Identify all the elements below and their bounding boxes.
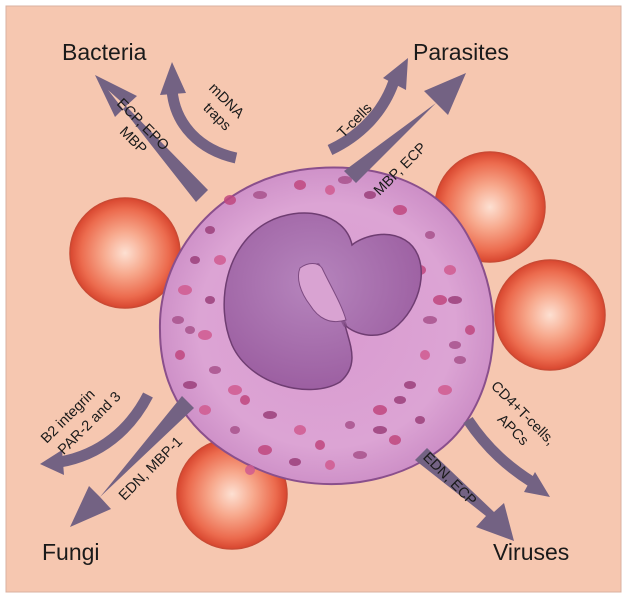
- granule: [263, 411, 277, 419]
- granule: [338, 176, 352, 184]
- label-fungi: Fungi: [42, 539, 100, 565]
- granule: [198, 330, 212, 340]
- label-bacteria: Bacteria: [62, 39, 147, 65]
- granule: [175, 350, 185, 360]
- granule: [404, 381, 416, 389]
- red-blood-cell-right: [495, 260, 605, 370]
- granule: [389, 435, 401, 445]
- granule: [353, 451, 367, 459]
- granule: [240, 395, 250, 405]
- granule: [420, 350, 430, 360]
- granule: [425, 231, 435, 239]
- granule: [178, 285, 192, 295]
- granule: [172, 316, 184, 324]
- label-viruses: Viruses: [493, 539, 569, 565]
- granule: [258, 445, 272, 455]
- granule: [315, 440, 325, 450]
- granule: [444, 265, 456, 275]
- granule: [454, 356, 466, 364]
- granule: [465, 325, 475, 335]
- granule: [325, 185, 335, 195]
- granule: [373, 405, 387, 415]
- granule: [448, 296, 462, 304]
- granule: [373, 426, 387, 434]
- granule: [230, 426, 240, 434]
- granule: [253, 191, 267, 199]
- granule: [294, 425, 306, 435]
- label-parasites: Parasites: [413, 39, 509, 65]
- granule: [228, 385, 242, 395]
- granule: [289, 458, 301, 466]
- granule: [433, 295, 447, 305]
- granule: [224, 195, 236, 205]
- granule: [183, 381, 197, 389]
- granule: [438, 385, 452, 395]
- granule: [345, 421, 355, 429]
- granule: [294, 180, 306, 190]
- granule: [190, 256, 200, 264]
- granule: [393, 205, 407, 215]
- granule: [394, 396, 406, 404]
- granule: [449, 341, 461, 349]
- granule: [214, 255, 226, 265]
- granule: [199, 405, 211, 415]
- granule: [185, 326, 195, 334]
- granule: [415, 416, 425, 424]
- granule: [245, 465, 255, 475]
- granule: [364, 191, 376, 199]
- granule: [325, 460, 335, 470]
- granule: [423, 316, 437, 324]
- granule: [209, 366, 221, 374]
- granule: [205, 296, 215, 304]
- granule: [205, 226, 215, 234]
